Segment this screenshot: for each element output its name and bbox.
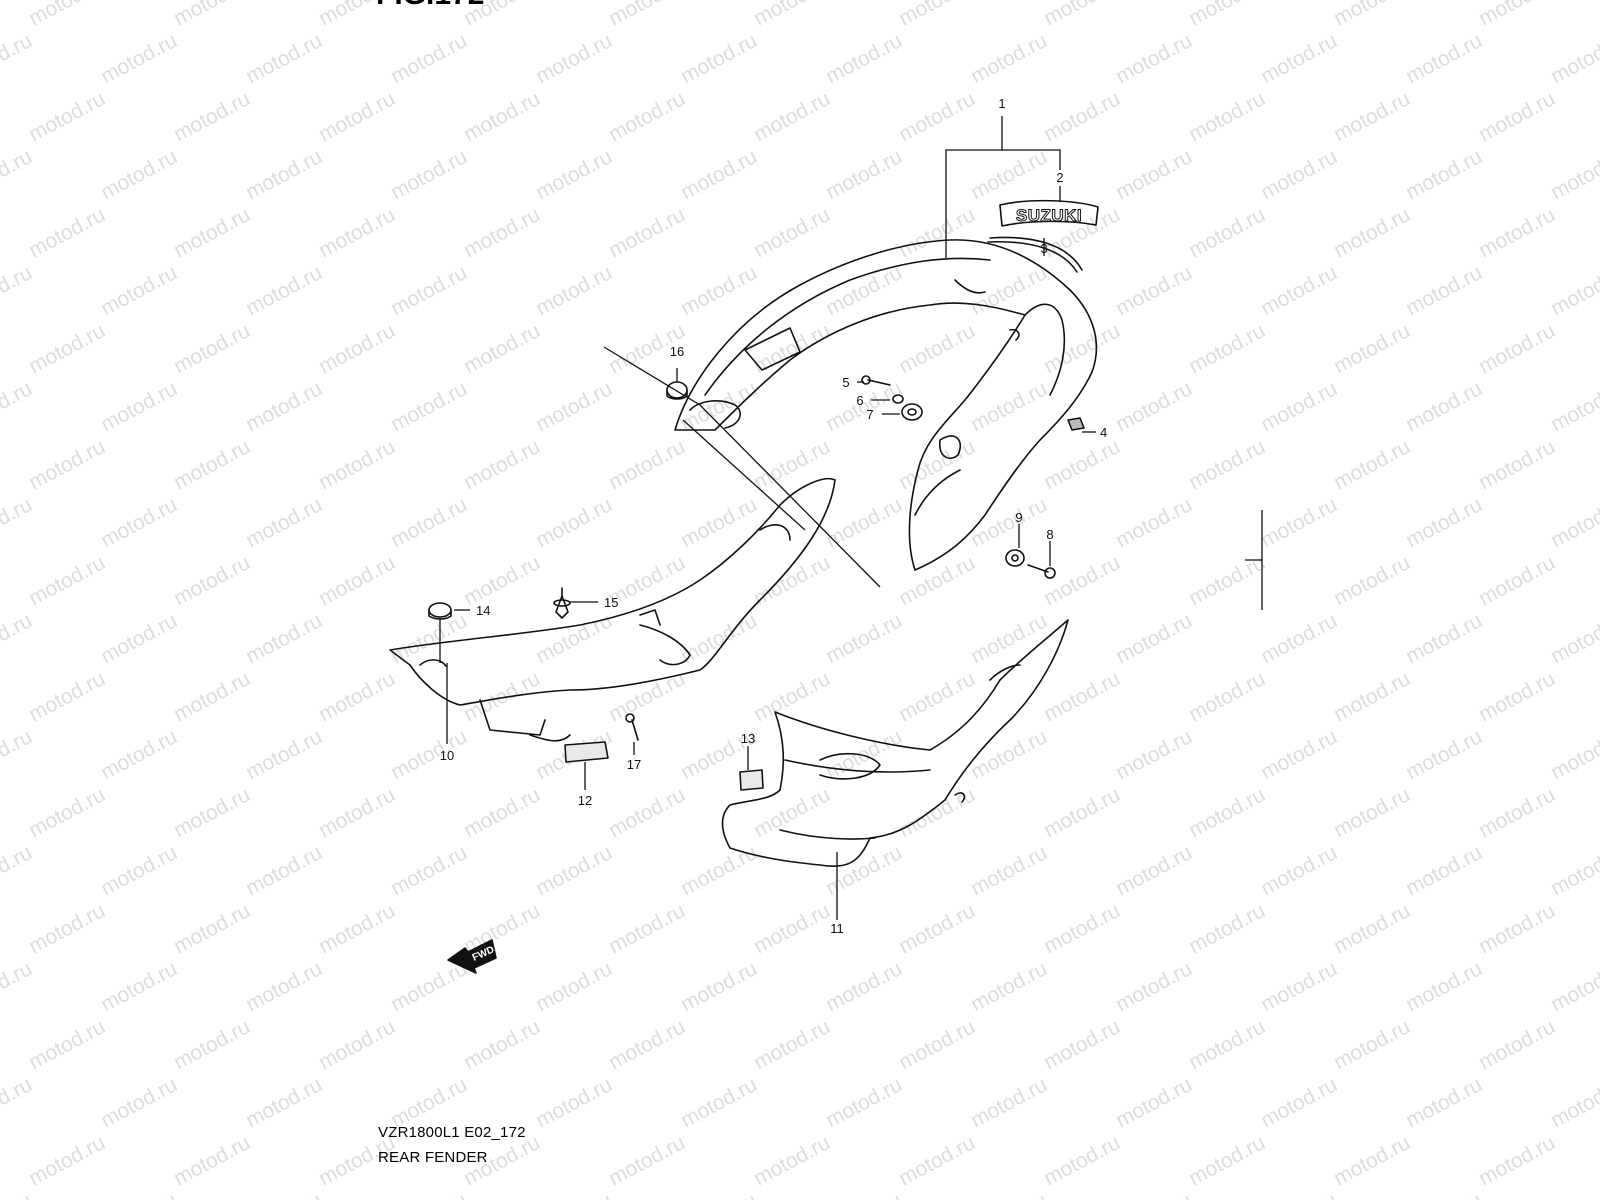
callout-15[interactable]: 15 xyxy=(604,595,618,610)
callout-6[interactable]: 6 xyxy=(856,393,863,408)
callout-1[interactable]: 1 xyxy=(998,96,1005,111)
leader-lines xyxy=(439,116,1263,920)
part-trim-strip[interactable] xyxy=(987,236,1083,273)
callout-12[interactable]: 12 xyxy=(578,793,592,808)
fwd-arrow-icon xyxy=(447,939,497,974)
part-fender-cover[interactable] xyxy=(721,619,1069,867)
part-plate-13[interactable] xyxy=(739,769,764,791)
callout-10[interactable]: 10 xyxy=(440,748,454,763)
callout-2[interactable]: 2 xyxy=(1056,170,1063,185)
suzuki-decal-text: SUZUKI xyxy=(1016,206,1082,225)
callout-11[interactable]: 11 xyxy=(830,921,844,936)
part-push-rivet-15[interactable] xyxy=(553,587,571,619)
part-suzuki-emblem[interactable] xyxy=(999,199,1099,227)
part-grommet-14[interactable] xyxy=(428,602,452,620)
callout-5[interactable]: 5 xyxy=(842,375,849,390)
callout-9[interactable]: 9 xyxy=(1015,510,1022,525)
part-screw-5[interactable] xyxy=(861,375,891,386)
figure-title: FIG.172 xyxy=(376,0,484,12)
part-rear-fender-upper[interactable] xyxy=(674,239,1098,571)
part-screw-17[interactable] xyxy=(625,713,639,741)
part-group-caption: REAR FENDER xyxy=(378,1149,488,1166)
callout-14[interactable]: 14 xyxy=(476,603,490,618)
part-washer-6[interactable] xyxy=(892,394,904,404)
callout-16[interactable]: 16 xyxy=(670,344,684,359)
part-grommet-9[interactable] xyxy=(1005,549,1025,567)
callout-numbers: 1 2 3 4 5 6 7 8 9 10 11 12 13 14 15 16 1… xyxy=(440,96,1107,936)
callout-3[interactable]: 3 xyxy=(1040,241,1047,256)
part-bolt-8[interactable] xyxy=(1027,564,1056,579)
callout-7[interactable]: 7 xyxy=(866,407,873,422)
callout-4[interactable]: 4 xyxy=(1100,425,1107,440)
callout-8[interactable]: 8 xyxy=(1046,527,1053,542)
part-cushion-7[interactable] xyxy=(901,403,923,421)
callout-17[interactable]: 17 xyxy=(627,757,641,772)
callout-13[interactable]: 13 xyxy=(741,731,755,746)
part-nut-clip[interactable] xyxy=(1067,417,1085,431)
model-code-caption: VZR1800L1 E02_172 xyxy=(378,1124,526,1141)
part-reflector-12[interactable] xyxy=(564,741,609,763)
